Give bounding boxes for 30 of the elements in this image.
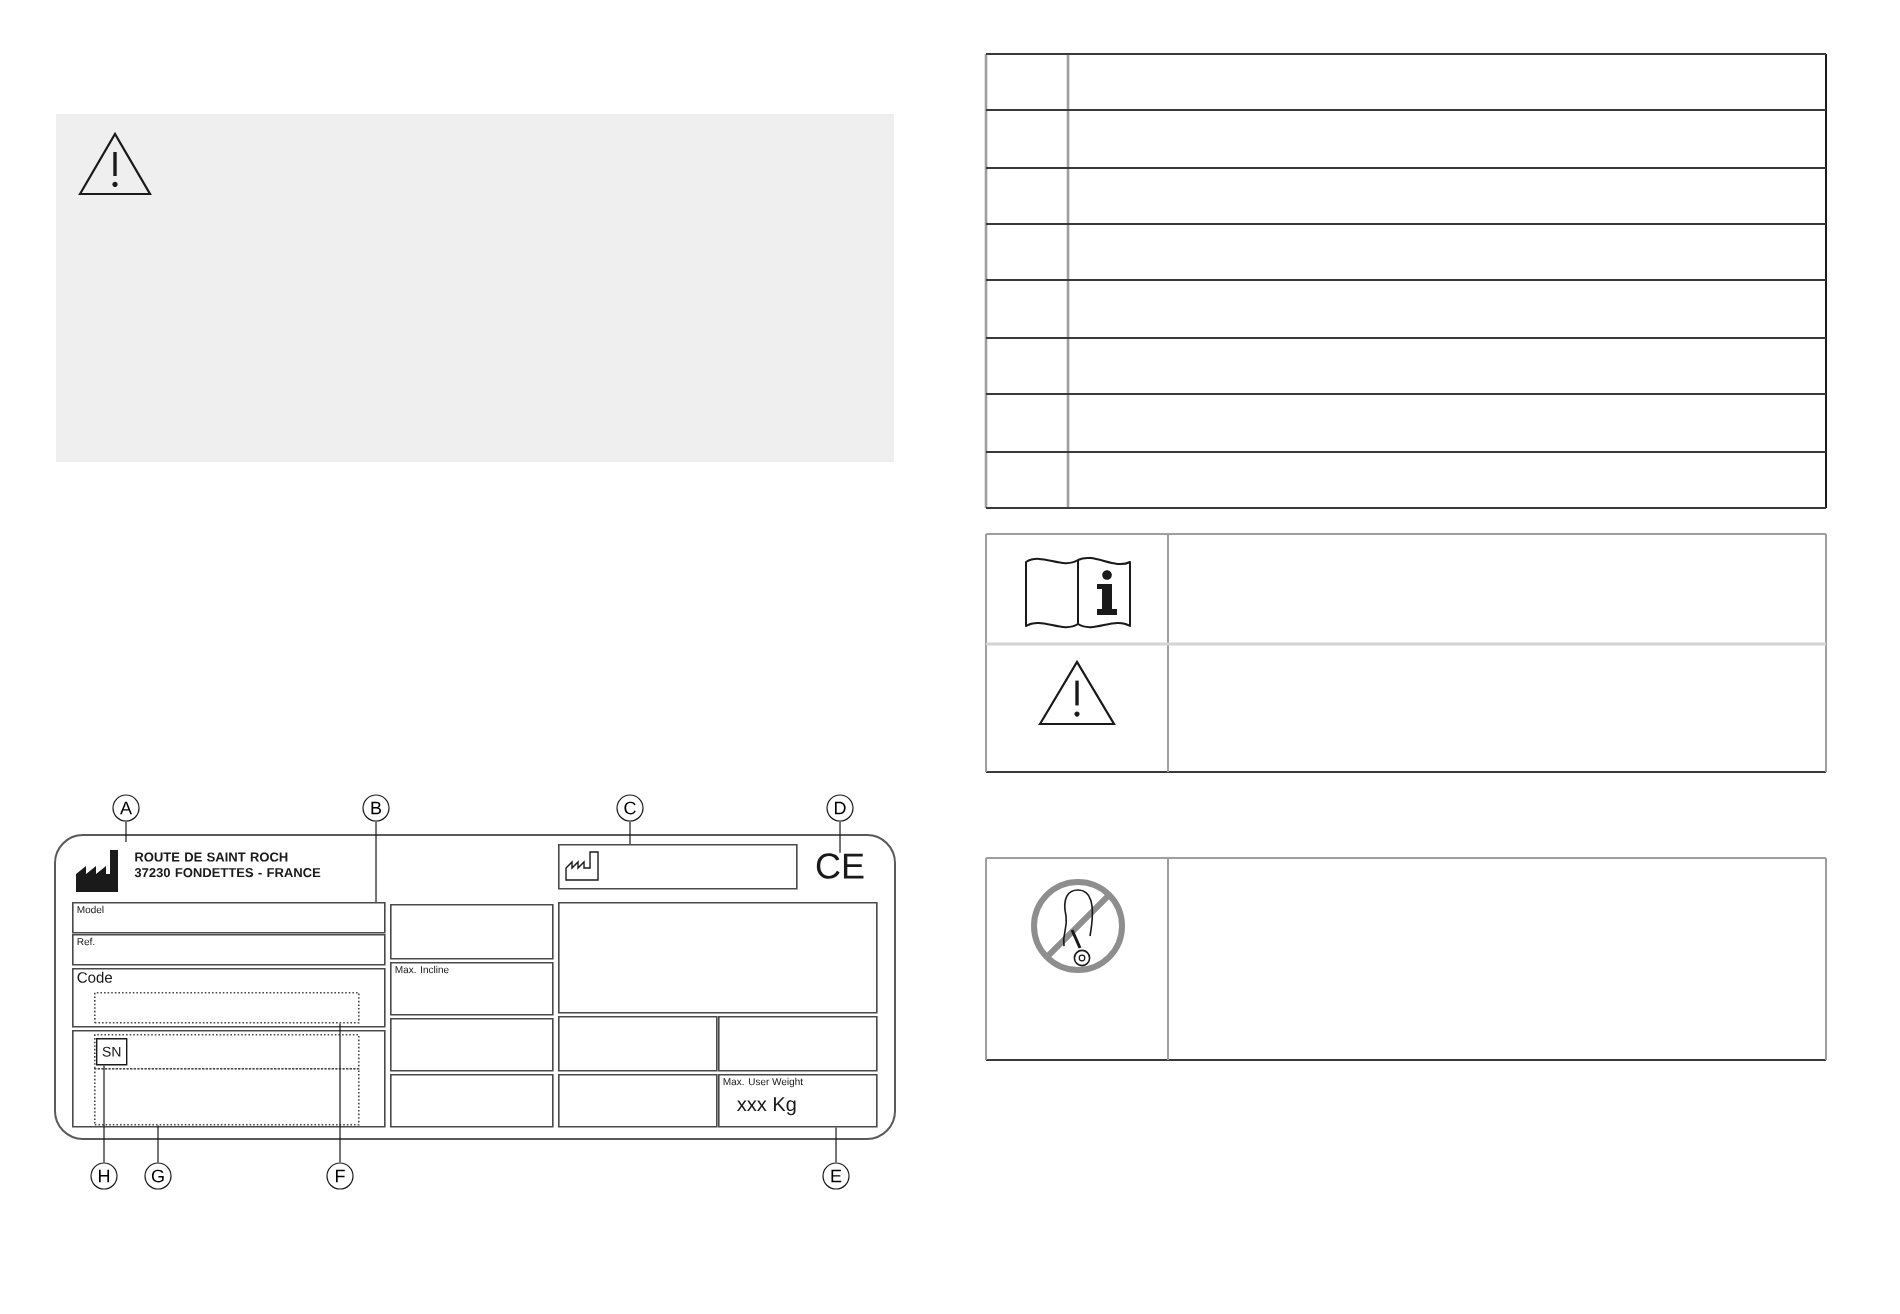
leader-line bbox=[835, 1127, 837, 1163]
dotted-area bbox=[94, 992, 360, 1024]
callout-letter: B bbox=[362, 794, 390, 822]
label-plate bbox=[54, 834, 896, 1140]
label-field bbox=[390, 904, 554, 960]
dotted-area bbox=[94, 1034, 360, 1070]
label-field bbox=[558, 844, 798, 890]
callout-letter: F bbox=[326, 1162, 354, 1190]
leader-line bbox=[629, 821, 631, 845]
dotted-area bbox=[94, 1068, 360, 1126]
label-field bbox=[390, 1018, 554, 1072]
label-field bbox=[72, 1030, 386, 1128]
callout-letter: D bbox=[826, 794, 854, 822]
leader-line bbox=[103, 1064, 105, 1163]
callout-letter: E bbox=[822, 1162, 850, 1190]
leader-line bbox=[339, 1023, 341, 1163]
leader-line bbox=[839, 821, 841, 854]
leader-line bbox=[125, 821, 127, 843]
callout-letter: H bbox=[90, 1162, 118, 1190]
label-field bbox=[718, 1016, 878, 1072]
callout-letter: A bbox=[112, 794, 140, 822]
label-field bbox=[558, 902, 878, 1014]
callout-letter: C bbox=[616, 794, 644, 822]
callout-letter: G bbox=[144, 1162, 172, 1190]
leader-line bbox=[157, 1125, 159, 1163]
leader-line bbox=[375, 821, 377, 903]
label-field bbox=[558, 1016, 718, 1072]
label-field bbox=[390, 1074, 554, 1128]
ce-mark: CE bbox=[816, 853, 864, 879]
label-field bbox=[558, 1074, 718, 1128]
